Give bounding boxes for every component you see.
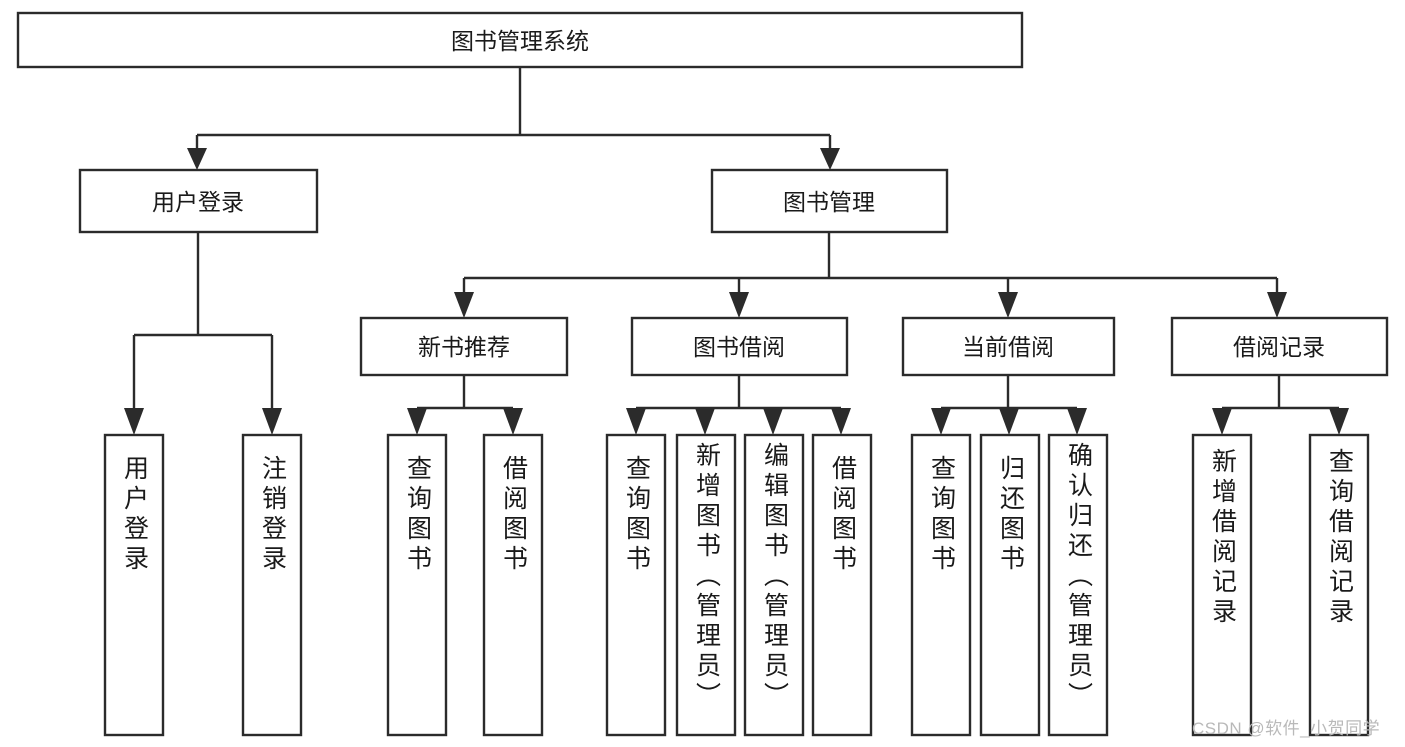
arrow-level1-0	[187, 148, 207, 170]
arrow-level2-2	[998, 292, 1018, 318]
arrow-level2-1	[729, 292, 749, 318]
node-borrow-record-label: 借阅记录	[1233, 334, 1325, 360]
node-current-borrow[interactable]: 当前借阅	[901, 316, 1116, 377]
arrow-book-borrow-3	[831, 408, 851, 435]
node-book-management-label: 图书管理	[783, 189, 875, 215]
arrow-level2-3	[1267, 292, 1287, 318]
arrow-current-borrow-0	[931, 408, 951, 435]
leaf-box-current-borrow-2[interactable]	[1047, 433, 1109, 737]
node-new-book-recommend-label: 新书推荐	[418, 334, 510, 360]
leaf-box-current-borrow-0[interactable]	[910, 433, 972, 737]
arrow-book-borrow-2	[763, 408, 783, 435]
arrow-book-borrow-1	[695, 408, 715, 435]
node-user-login[interactable]: 用户登录	[78, 168, 319, 234]
leaf-box-new-book-0[interactable]	[386, 433, 448, 737]
node-user-login-label: 用户登录	[152, 189, 244, 215]
leaf-box-book-borrow-1[interactable]	[675, 433, 737, 737]
leaf-box-book-borrow-3[interactable]	[811, 433, 873, 737]
leaf-box-user-login-0[interactable]	[103, 433, 165, 737]
arrow-book-borrow-0	[626, 408, 646, 435]
arrow-borrow-record-1	[1329, 408, 1349, 435]
leaf-box-current-borrow-1[interactable]	[979, 433, 1041, 737]
node-borrow-record-box[interactable]	[1170, 316, 1389, 377]
arrow-user-login-0	[124, 408, 144, 435]
arrow-borrow-record-0	[1212, 408, 1232, 435]
arrow-user-login-1	[262, 408, 282, 435]
csdn-watermark: CSDN @软件_小贺同学	[1192, 719, 1381, 738]
arrow-level1-1	[820, 148, 840, 170]
node-current-borrow-label: 当前借阅	[962, 334, 1054, 360]
leaf-box-user-login-1[interactable]	[241, 433, 303, 737]
node-root-label: 图书管理系统	[451, 28, 589, 54]
leaf-box-book-borrow-0[interactable]	[605, 433, 667, 737]
leaf-box-borrow-record-1[interactable]	[1308, 433, 1370, 737]
arrow-current-borrow-1	[999, 408, 1019, 435]
node-book-borrow-box[interactable]	[630, 316, 849, 377]
leaf-box-new-book-1[interactable]	[482, 433, 544, 737]
arrow-new-book-1	[503, 408, 523, 435]
node-borrow-record[interactable]: 借阅记录	[1170, 316, 1389, 377]
leaf-box-borrow-record-0[interactable]	[1191, 433, 1253, 737]
node-new-book-recommend-box[interactable]	[359, 316, 569, 377]
node-book-management[interactable]: 图书管理	[710, 168, 949, 234]
arrow-new-book-0	[407, 408, 427, 435]
node-root-box[interactable]	[16, 11, 1024, 69]
node-book-borrow[interactable]: 图书借阅	[630, 316, 849, 377]
node-current-borrow-box[interactable]	[901, 316, 1116, 377]
node-book-management-box[interactable]	[710, 168, 949, 234]
node-book-borrow-label: 图书借阅	[693, 334, 785, 360]
node-root[interactable]: 图书管理系统	[16, 11, 1024, 69]
arrow-current-borrow-2	[1067, 408, 1087, 435]
arrow-level2-0	[454, 292, 474, 318]
node-new-book-recommend[interactable]: 新书推荐	[359, 316, 569, 377]
leaf-box-book-borrow-2[interactable]	[743, 433, 805, 737]
